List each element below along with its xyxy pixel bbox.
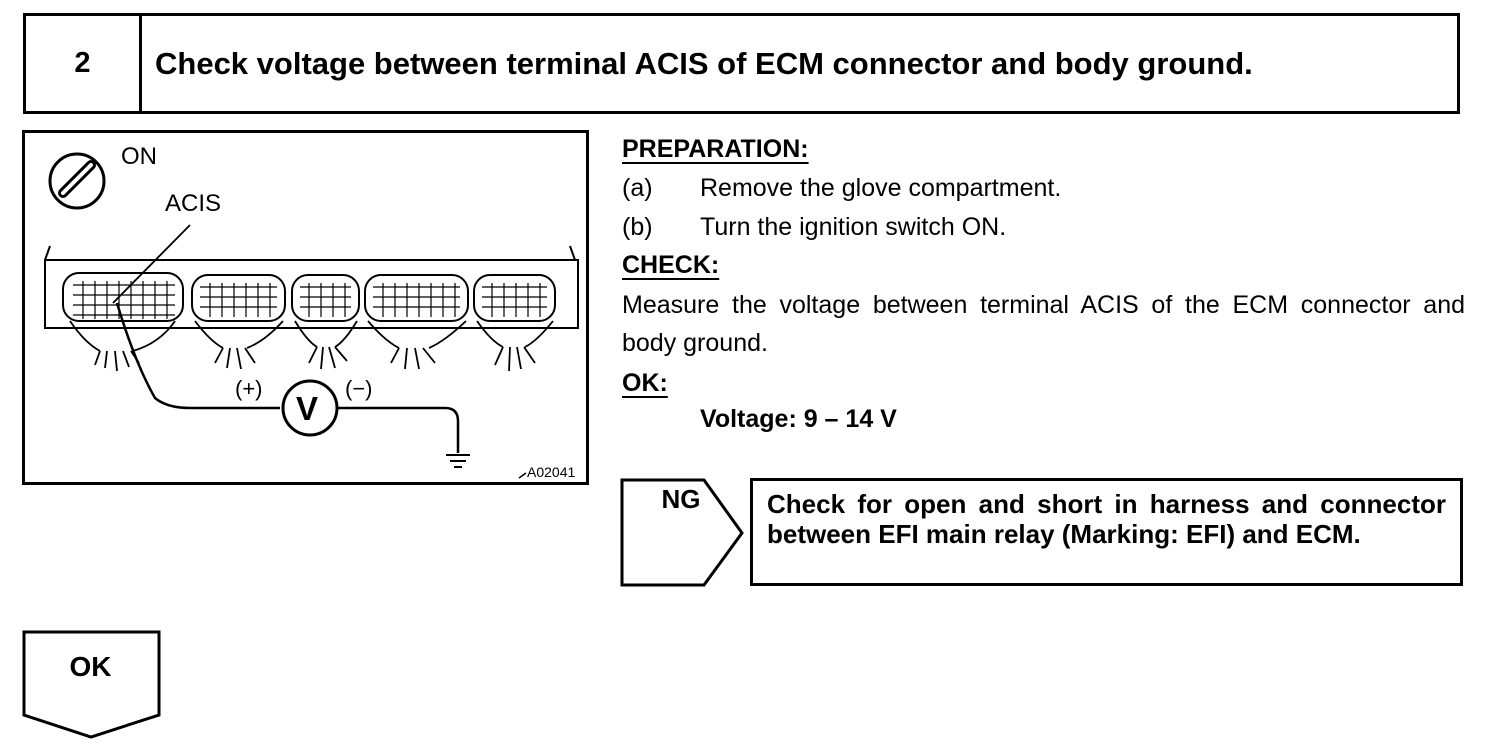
ok-heading: OK:	[622, 369, 668, 397]
ecm-diagram-svg	[44, 152, 579, 479]
positive-test-lead	[115, 302, 280, 410]
check-instruction: Measure the voltage between terminal ACI…	[622, 291, 1465, 357]
check-heading: CHECK:	[622, 251, 720, 279]
ignition-on-label: ON	[121, 143, 157, 170]
preparation-item-text: Turn the ignition switch ON.	[700, 213, 1007, 241]
step-title: Check voltage between terminal ACIS of E…	[155, 45, 1253, 81]
preparation-item-label: (b)	[622, 213, 653, 241]
step-header: 2 Check voltage between terminal ACIS of…	[23, 13, 1460, 114]
preparation-heading: PREPARATION:	[622, 135, 809, 163]
ignition-switch-icon	[48, 152, 106, 210]
positive-lead-label: (+)	[235, 376, 263, 401]
ng-arrow-shape	[620, 478, 744, 587]
step-number: 2	[26, 16, 142, 111]
acis-terminal-label: ACIS	[165, 190, 222, 217]
voltage-spec: Voltage: 9 – 14 V	[700, 405, 897, 433]
acis-leader-line	[112, 224, 191, 304]
voltmeter-label: V	[296, 390, 319, 427]
ng-action-box: Check for open and short in harness and …	[750, 478, 1463, 586]
ng-label: NG	[661, 484, 701, 514]
figure-code: A02041	[527, 464, 576, 480]
preparation-item-text: Remove the glove compartment.	[700, 174, 1062, 202]
ok-label: OK	[69, 651, 112, 682]
preparation-item-label: (a)	[622, 174, 653, 202]
terminal-grid	[73, 281, 547, 319]
ground-icon	[446, 454, 470, 468]
ok-arrow-shape	[22, 630, 161, 739]
negative-lead-label: (−)	[345, 376, 373, 401]
wire-harness	[69, 320, 554, 372]
negative-test-lead	[337, 406, 460, 453]
ecm-connector-illustration: ON ACIS (+) V (−) A02041	[22, 130, 589, 485]
ecm-housing	[44, 245, 579, 329]
